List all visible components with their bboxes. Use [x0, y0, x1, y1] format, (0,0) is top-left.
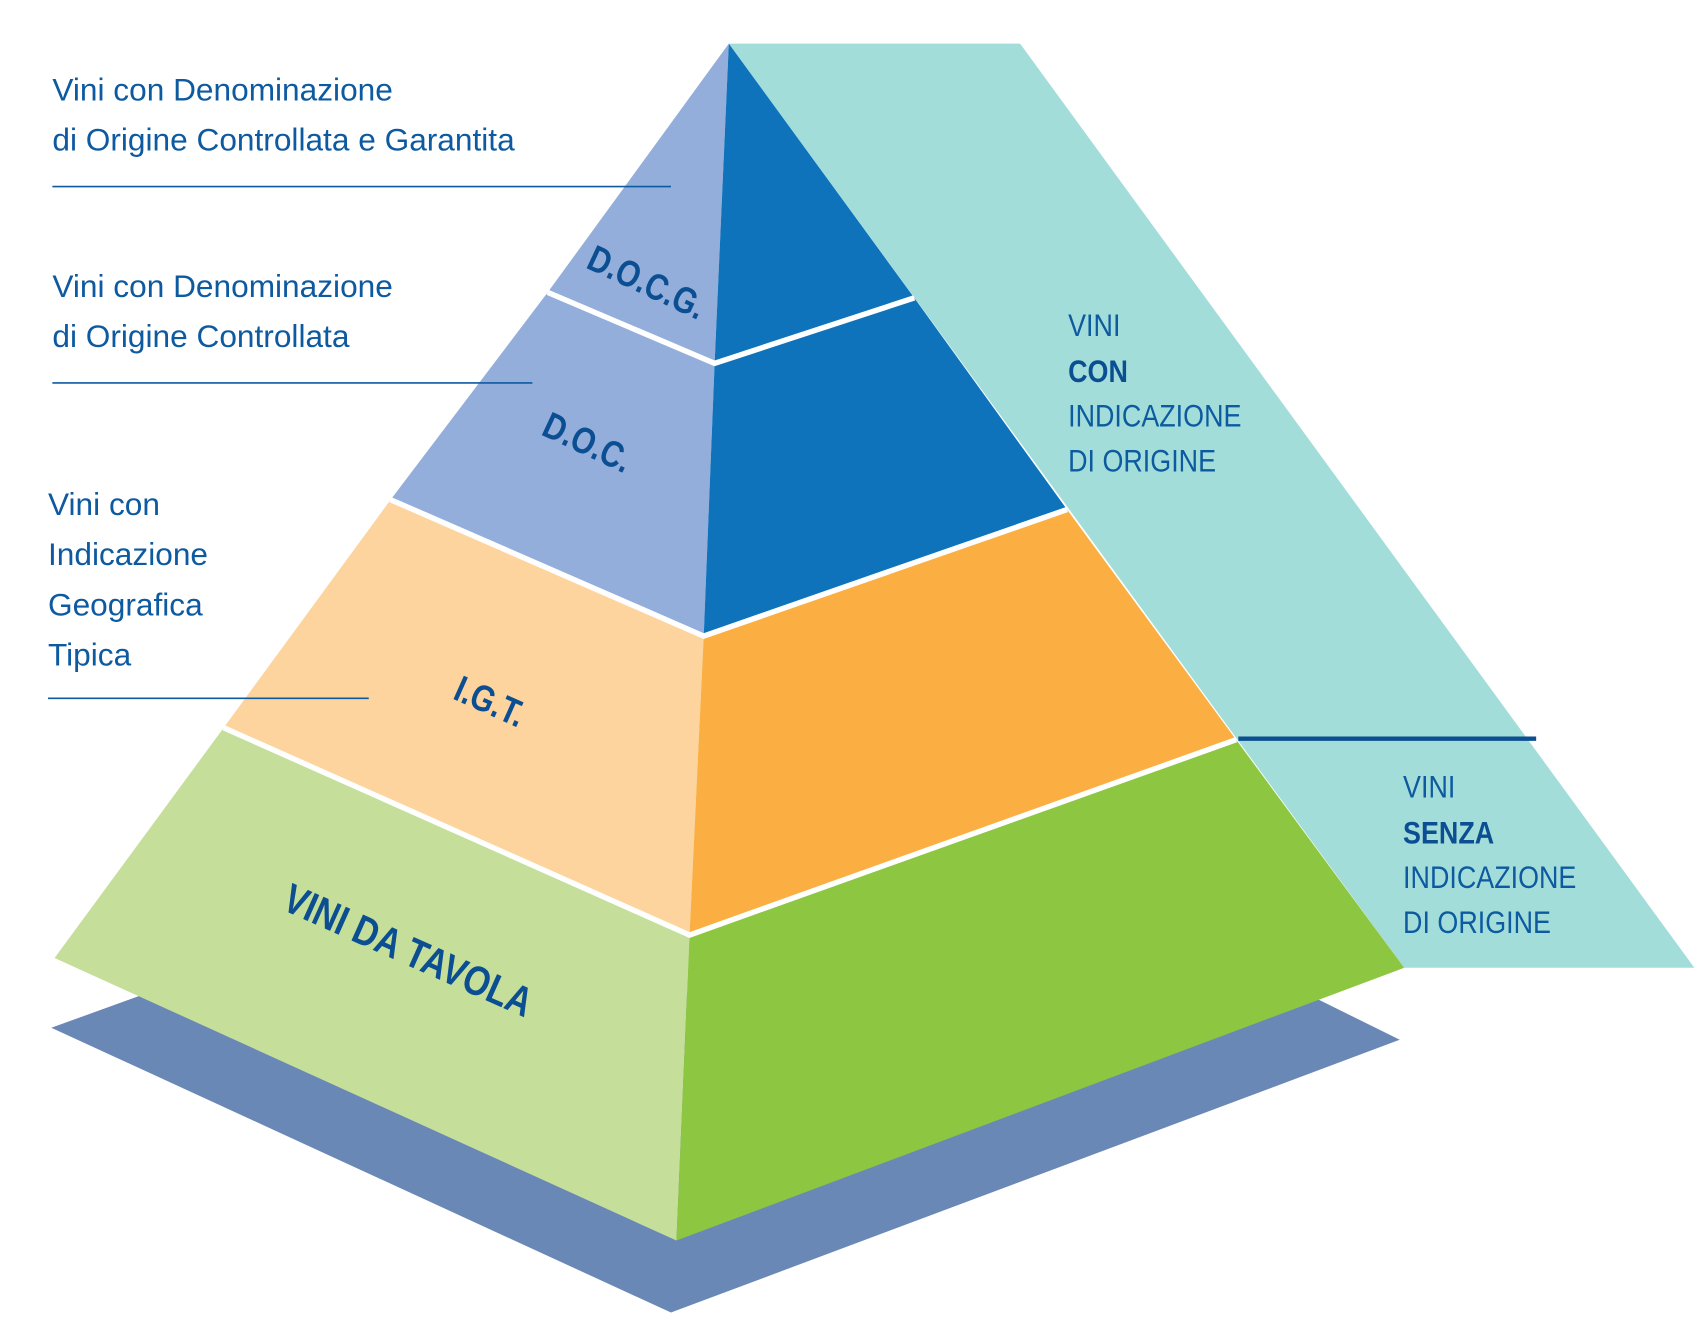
- docg-description-line1: Vini con Denominazione: [52, 71, 392, 107]
- senza-bold: SENZA: [1403, 815, 1494, 851]
- doc-description-line2: di Origine Controllata: [52, 318, 349, 354]
- docg-left-face: [547, 43, 729, 364]
- senza-line3: INDICAZIONE: [1403, 860, 1576, 896]
- base-right-face: [676, 739, 1405, 1241]
- doc-right-face: [703, 297, 1068, 637]
- igt-description-line3: Geografica: [48, 586, 203, 622]
- leader-lines: [48, 185, 671, 700]
- con-line1: VINI: [1068, 308, 1120, 344]
- igt-description-line4: Tipica: [48, 637, 132, 673]
- igt-left-face: [223, 499, 704, 936]
- igt-description-line1: Vini con: [48, 486, 160, 522]
- con-bold: CON: [1068, 354, 1128, 390]
- igt-description-line2: Indicazione: [48, 536, 208, 572]
- layer-dividers: [222, 289, 1238, 938]
- senza-indicazione-label: VINI SENZA INDICAZIONE DI ORIGINE: [1403, 770, 1576, 941]
- doc-left-face: [390, 292, 715, 637]
- con-line4: DI ORIGINE: [1068, 443, 1216, 479]
- con-line3: INDICAZIONE: [1068, 399, 1241, 435]
- senza-line4: DI ORIGINE: [1403, 905, 1551, 941]
- doc-description-line1: Vini con Denominazione: [52, 268, 392, 304]
- base-left-face: [54, 727, 690, 1241]
- senza-line1: VINI: [1403, 770, 1455, 806]
- igt-right-face: [689, 509, 1237, 936]
- con-indicazione-label: VINI CON INDICAZIONE DI ORIGINE: [1068, 308, 1241, 479]
- docg-description-line2: di Origine Controllata e Garantita: [52, 122, 515, 158]
- docg-right-face: [714, 43, 915, 364]
